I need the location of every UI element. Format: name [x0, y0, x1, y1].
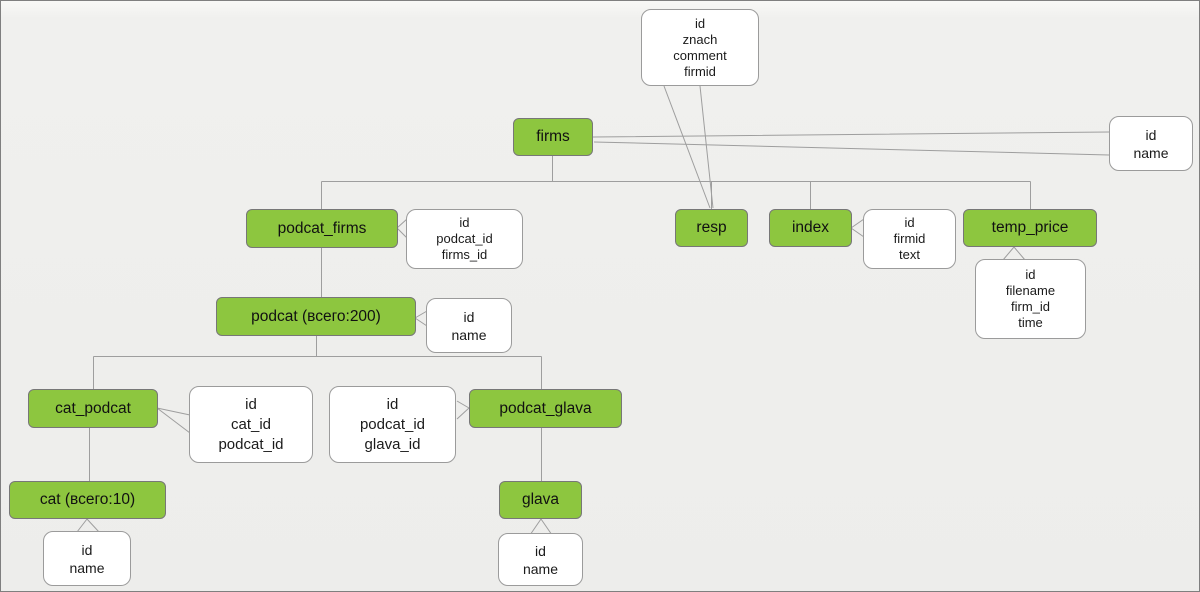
- callout-firms-columns[interactable]: id name: [1109, 116, 1193, 171]
- callout-podcat-firms-columns[interactable]: id podcat_id firms_id: [406, 209, 523, 269]
- table-node-cat-podcat[interactable]: cat_podcat: [28, 389, 158, 428]
- callout-resp-columns[interactable]: id znach comment firmid: [641, 9, 759, 86]
- table-node-index[interactable]: index: [769, 209, 852, 247]
- table-node-podcat-firms[interactable]: podcat_firms: [246, 209, 398, 248]
- table-node-temp-price[interactable]: temp_price: [963, 209, 1097, 247]
- callout-index-columns[interactable]: id firmid text: [863, 209, 956, 269]
- table-node-resp[interactable]: resp: [675, 209, 748, 247]
- table-node-cat[interactable]: cat (всего:10): [9, 481, 166, 519]
- table-node-podcat[interactable]: podcat (всего:200): [216, 297, 416, 336]
- table-node-firms[interactable]: firms: [513, 118, 593, 156]
- callout-temp-price-columns[interactable]: id filename firm_id time: [975, 259, 1086, 339]
- callout-podcat-glava-columns[interactable]: id podcat_id glava_id: [329, 386, 456, 463]
- callout-cat-podcat-columns[interactable]: id cat_id podcat_id: [189, 386, 313, 463]
- table-node-glava[interactable]: glava: [499, 481, 582, 519]
- callout-cat-columns[interactable]: id name: [43, 531, 131, 586]
- callout-podcat-columns[interactable]: id name: [426, 298, 512, 353]
- table-node-podcat-glava[interactable]: podcat_glava: [469, 389, 622, 428]
- callout-glava-columns[interactable]: id name: [498, 533, 583, 586]
